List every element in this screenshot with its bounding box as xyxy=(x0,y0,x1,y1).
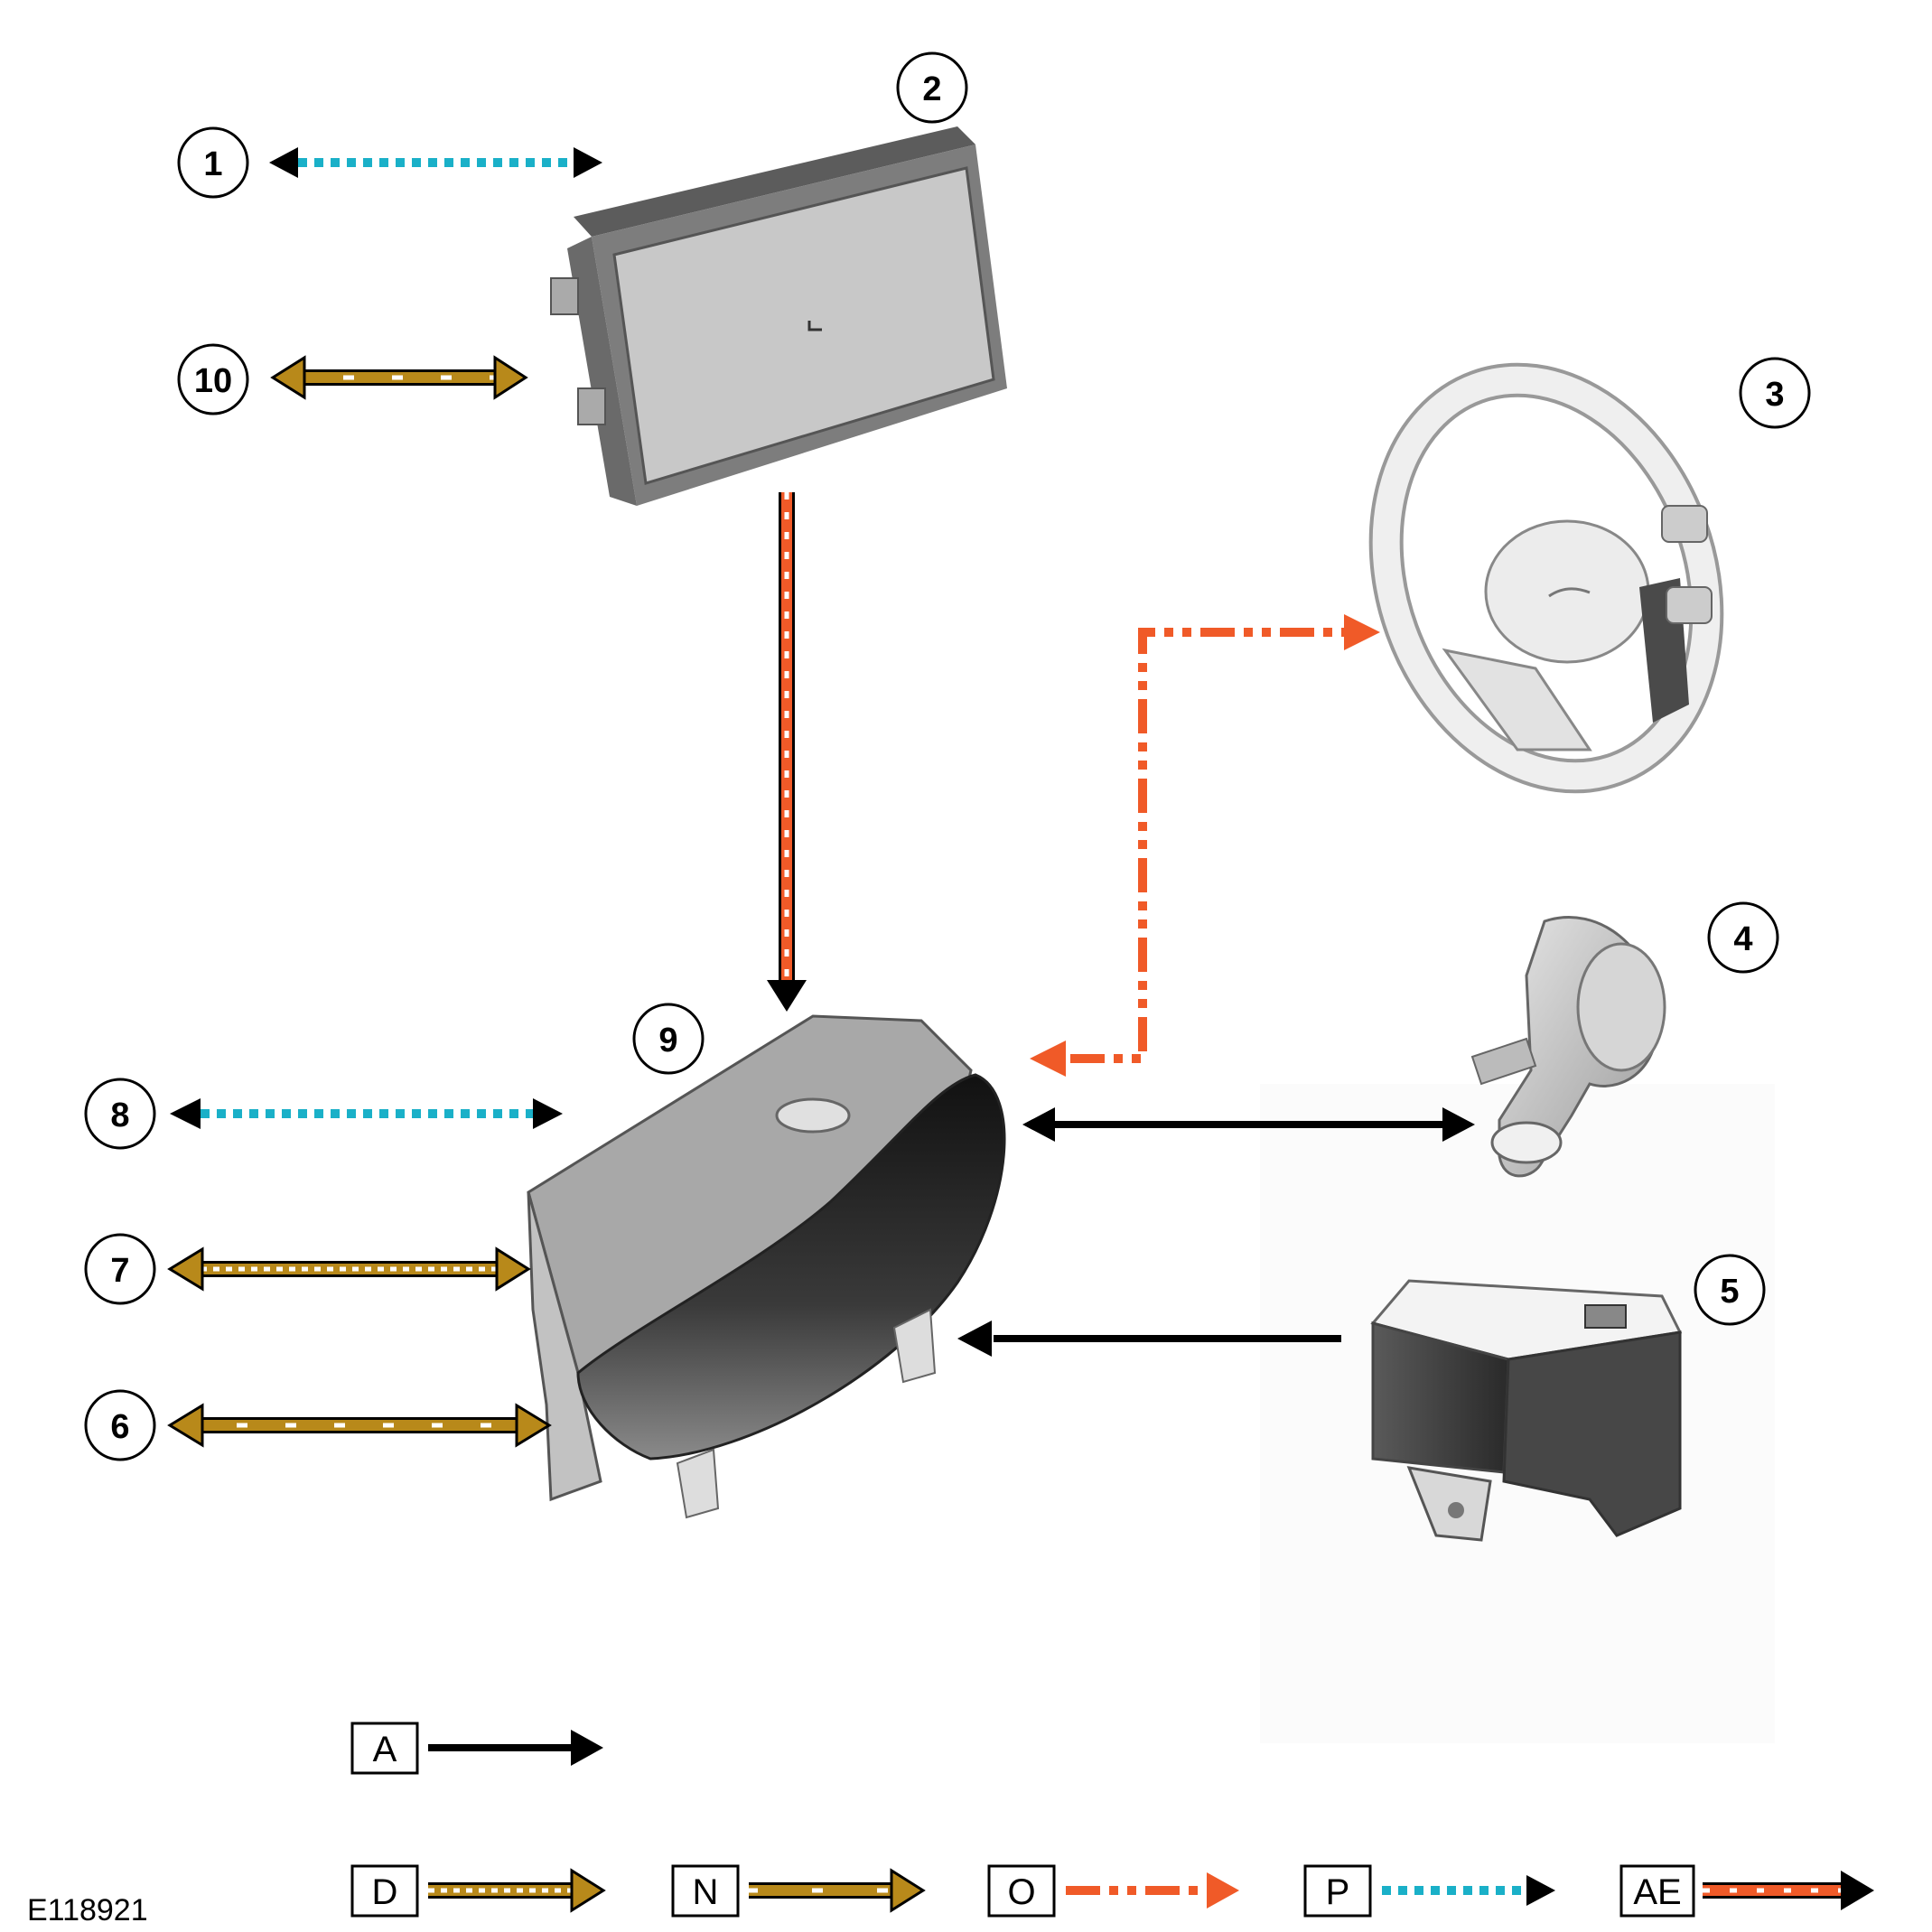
connection-2-to-9 xyxy=(767,492,807,1012)
callout-4: 4 xyxy=(1707,901,1779,974)
svg-text:10: 10 xyxy=(194,362,232,400)
figure-id: E118921 xyxy=(27,1893,148,1927)
svg-text:A: A xyxy=(373,1730,397,1769)
callout-7: 7 xyxy=(84,1233,156,1305)
display-unit-icon xyxy=(550,126,1007,506)
legend-item-a: A xyxy=(350,1722,603,1775)
instrument-cluster-icon xyxy=(527,1014,1006,1519)
legend-item-p: P xyxy=(1303,1864,1555,1918)
callout-6: 6 xyxy=(84,1389,156,1461)
legend-item-o: O xyxy=(987,1864,1239,1918)
svg-text:AE: AE xyxy=(1633,1872,1681,1912)
svg-text:2: 2 xyxy=(922,70,941,108)
svg-text:N: N xyxy=(693,1872,719,1912)
svg-text:D: D xyxy=(372,1872,398,1912)
callout-2: 2 xyxy=(896,51,968,124)
connection-6 xyxy=(167,1403,552,1448)
callout-8: 8 xyxy=(84,1078,156,1150)
connection-1 xyxy=(269,147,602,178)
svg-text:3: 3 xyxy=(1765,376,1784,414)
callout-3: 3 xyxy=(1739,357,1811,429)
legend-item-d: D xyxy=(350,1864,606,1918)
control-module-icon xyxy=(1370,1279,1683,1542)
connection-5-to-9 xyxy=(957,1321,1341,1357)
svg-text:6: 6 xyxy=(110,1408,129,1446)
svg-text:O: O xyxy=(1007,1872,1035,1912)
callout-9: 9 xyxy=(632,1003,705,1075)
svg-text:7: 7 xyxy=(110,1252,129,1290)
legend-item-ae: AE xyxy=(1619,1864,1874,1918)
svg-text:9: 9 xyxy=(658,1022,677,1059)
callout-1: 1 xyxy=(177,126,249,199)
connection-7 xyxy=(167,1246,531,1292)
callout-10: 10 xyxy=(177,343,249,415)
connection-8 xyxy=(170,1098,563,1129)
connection-9-to-3 xyxy=(1030,614,1380,1077)
legend-item-n: N xyxy=(671,1864,926,1918)
svg-text:1: 1 xyxy=(203,145,222,183)
svg-text:P: P xyxy=(1326,1872,1350,1912)
connection-10 xyxy=(270,355,528,400)
connection-9-to-4 xyxy=(1022,1107,1475,1142)
svg-text:4: 4 xyxy=(1733,920,1752,958)
callout-5: 5 xyxy=(1694,1254,1766,1326)
blower-motor-icon xyxy=(1470,916,1666,1178)
steering-wheel-icon xyxy=(1368,362,1724,794)
svg-text:8: 8 xyxy=(110,1097,129,1134)
svg-text:5: 5 xyxy=(1720,1273,1739,1311)
